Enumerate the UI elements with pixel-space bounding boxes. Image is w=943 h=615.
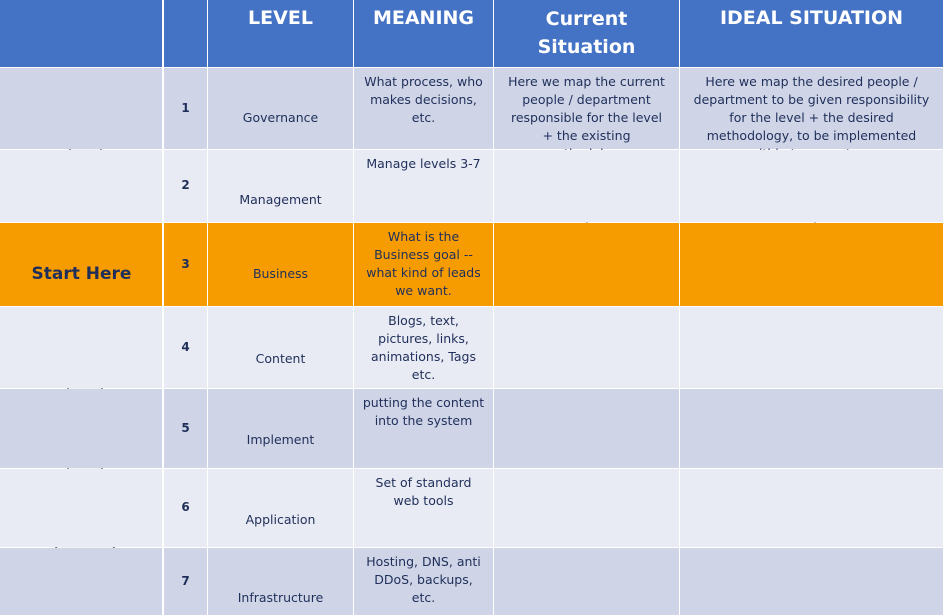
row-7-col-3: Hosting, DNS, anti DDoS, backups, etc. <box>354 548 493 615</box>
row-2-col-4 <box>494 150 679 222</box>
start-here-label: Start Here <box>31 264 132 284</box>
row-1-col-1: 1 <box>164 68 207 149</box>
level-number: 5 <box>181 420 190 435</box>
header-current: Current Situation <box>537 8 636 58</box>
row-1-col-4: Here we map the current people / departm… <box>494 68 679 161</box>
level-number: 1 <box>181 100 190 115</box>
header-meaning: MEANING <box>372 7 475 29</box>
level-meaning: What process, who makes decisions, etc. <box>364 74 483 125</box>
level-number: 7 <box>181 573 190 588</box>
row-5-col-1: 5 <box>164 389 207 468</box>
row-5-col-3: putting the content into the system <box>354 389 493 468</box>
row-3-col-3: What is the Business goal -- what kind o… <box>354 223 493 306</box>
row-4-col-3: Blogs, text, pictures, links, animations… <box>354 307 493 388</box>
row-2-col-0 <box>0 150 162 222</box>
row-7-col-2: Infrastructure <box>208 548 353 615</box>
row-3-col-1: 3 <box>164 223 207 306</box>
header-ideal: IDEAL SITUATION <box>719 7 904 29</box>
row-7-col-0 <box>0 548 162 615</box>
row-1-col-5: Here we map the desired people / departm… <box>680 68 943 161</box>
header-cell-2: LEVEL <box>208 0 353 67</box>
row-1-col-0 <box>0 68 162 149</box>
row-2-col-1: 2 <box>164 150 207 222</box>
row-5-col-0 <box>0 389 162 468</box>
row-7-col-5 <box>680 548 943 615</box>
level-name: Content <box>255 351 306 366</box>
level-number: 3 <box>181 256 190 271</box>
row-4-col-0 <box>0 307 162 388</box>
header-cell-0 <box>0 0 162 67</box>
level-meaning: Hosting, DNS, anti DDoS, backups, etc. <box>366 554 481 605</box>
current-situation-text: Here we map the current people / departm… <box>508 74 665 161</box>
row-3-col-2: Business <box>208 223 353 306</box>
row-6-col-1: 6 <box>164 469 207 547</box>
header-cell-4: Current Situation <box>494 0 679 67</box>
row-4-col-1: 4 <box>164 307 207 388</box>
row-6-col-4 <box>494 469 679 547</box>
level-meaning: putting the content into the system <box>362 395 485 428</box>
row-5-col-4 <box>494 389 679 468</box>
level-name: Infrastructure <box>237 590 324 605</box>
row-4-col-2: Content <box>208 307 353 388</box>
row-6-col-2: Application <box>208 469 353 547</box>
row-4-col-4 <box>494 307 679 388</box>
level-meaning: Blogs, text, pictures, links, animations… <box>371 313 476 382</box>
row-2-col-2: Management <box>208 150 353 222</box>
level-number: 6 <box>181 500 190 514</box>
ideal-situation-text: Here we map the desired people / departm… <box>693 74 930 161</box>
header-cell-1 <box>164 0 207 67</box>
row-6-col-3: Set of standard web tools <box>354 469 493 547</box>
level-meaning: What is the Business goal -- what kind o… <box>366 229 481 298</box>
level-meaning: Set of standard web tools <box>375 475 472 508</box>
row-3-col-0 <box>0 223 162 306</box>
header-cell-5: IDEAL SITUATION <box>680 0 943 67</box>
row-1-col-2: Governance <box>208 68 353 149</box>
row-7-col-1: 7 <box>164 548 207 615</box>
level-name: Business <box>252 266 309 281</box>
level-number: 2 <box>181 178 190 192</box>
row-4-col-5 <box>680 307 943 388</box>
row-6-col-0 <box>0 469 162 547</box>
level-name: Application <box>245 512 316 527</box>
row-5-col-5 <box>680 389 943 468</box>
row-3-col-5 <box>680 223 943 306</box>
header-cell-3: MEANING <box>354 0 493 67</box>
level-number: 4 <box>181 339 190 354</box>
level-name: Implement <box>246 432 315 447</box>
row-3-col-4 <box>494 223 679 306</box>
level-meaning: Manage levels 3-7 <box>366 156 481 171</box>
row-6-col-5 <box>680 469 943 547</box>
row-7-col-4 <box>494 548 679 615</box>
row-1-col-3: What process, who makes decisions, etc. <box>354 68 493 149</box>
row-2-col-5 <box>680 150 943 222</box>
row-2-col-3: Manage levels 3-7 <box>354 150 493 222</box>
level-name: Governance <box>242 110 319 125</box>
header-level: LEVEL <box>248 7 313 29</box>
level-name: Management <box>239 192 322 207</box>
row-5-col-2: Implement <box>208 389 353 468</box>
